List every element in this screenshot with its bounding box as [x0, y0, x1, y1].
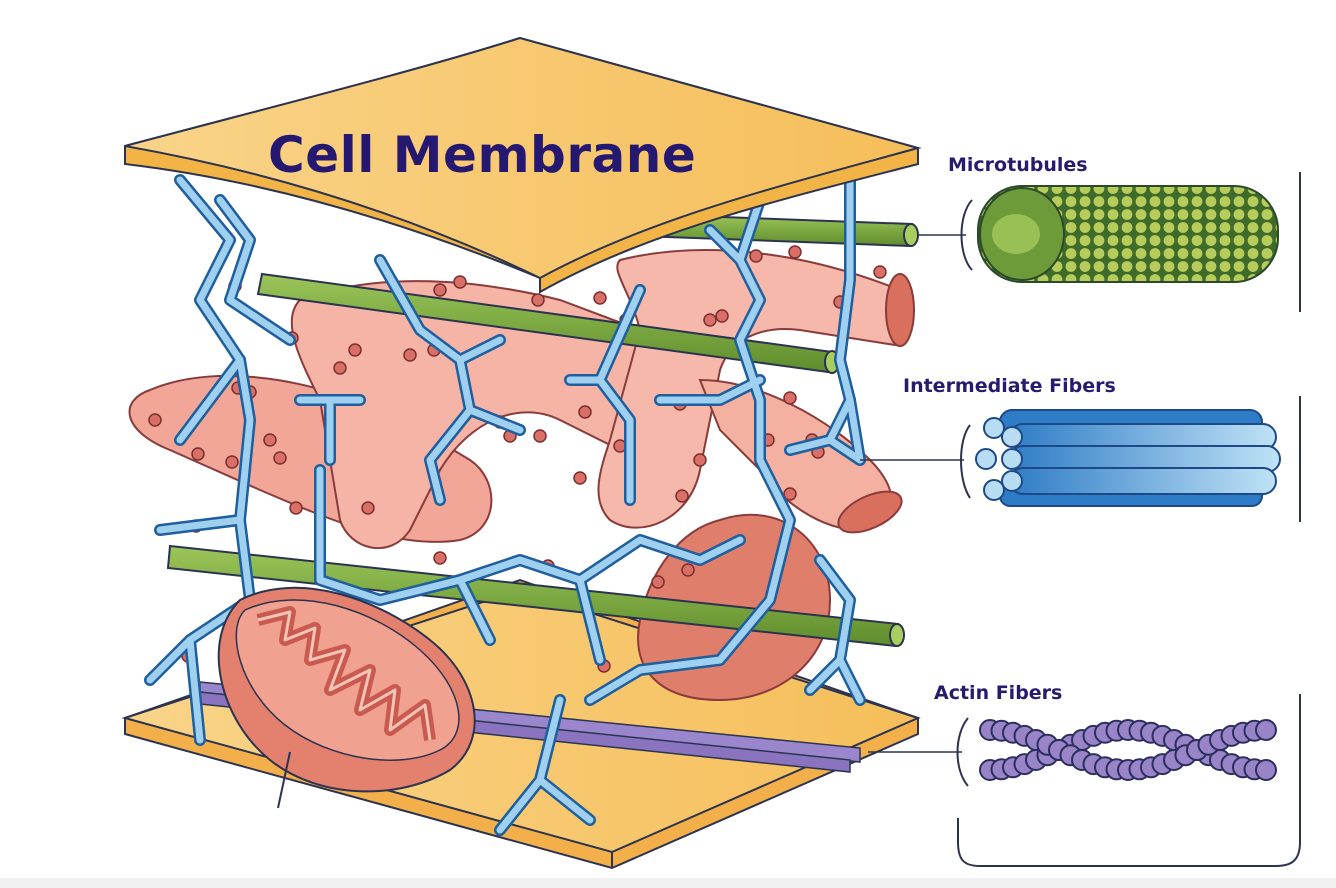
label-intermediate-fibers: Intermediate Fibers: [903, 375, 1116, 397]
label-actin-fibers: Actin Fibers: [934, 682, 1063, 704]
microtubule-inset-illustration: [960, 172, 1301, 312]
bottom-strip: [0, 878, 1336, 888]
intermediate-fibers-inset-illustration: [960, 396, 1301, 522]
leader-lines: [860, 234, 966, 753]
actin-monomer: [1255, 759, 1277, 781]
endoplasmic-reticulum: [128, 249, 915, 702]
actin-monomer: [1255, 719, 1277, 741]
top-membrane: [124, 36, 922, 294]
mitochondrion: [217, 586, 476, 809]
actin-fibers-inset-illustration: [956, 694, 1301, 867]
diagram-title: Cell Membrane: [268, 126, 697, 184]
intermediate-filament-network: [144, 174, 866, 836]
label-microtubules: Microtubules: [948, 154, 1088, 176]
